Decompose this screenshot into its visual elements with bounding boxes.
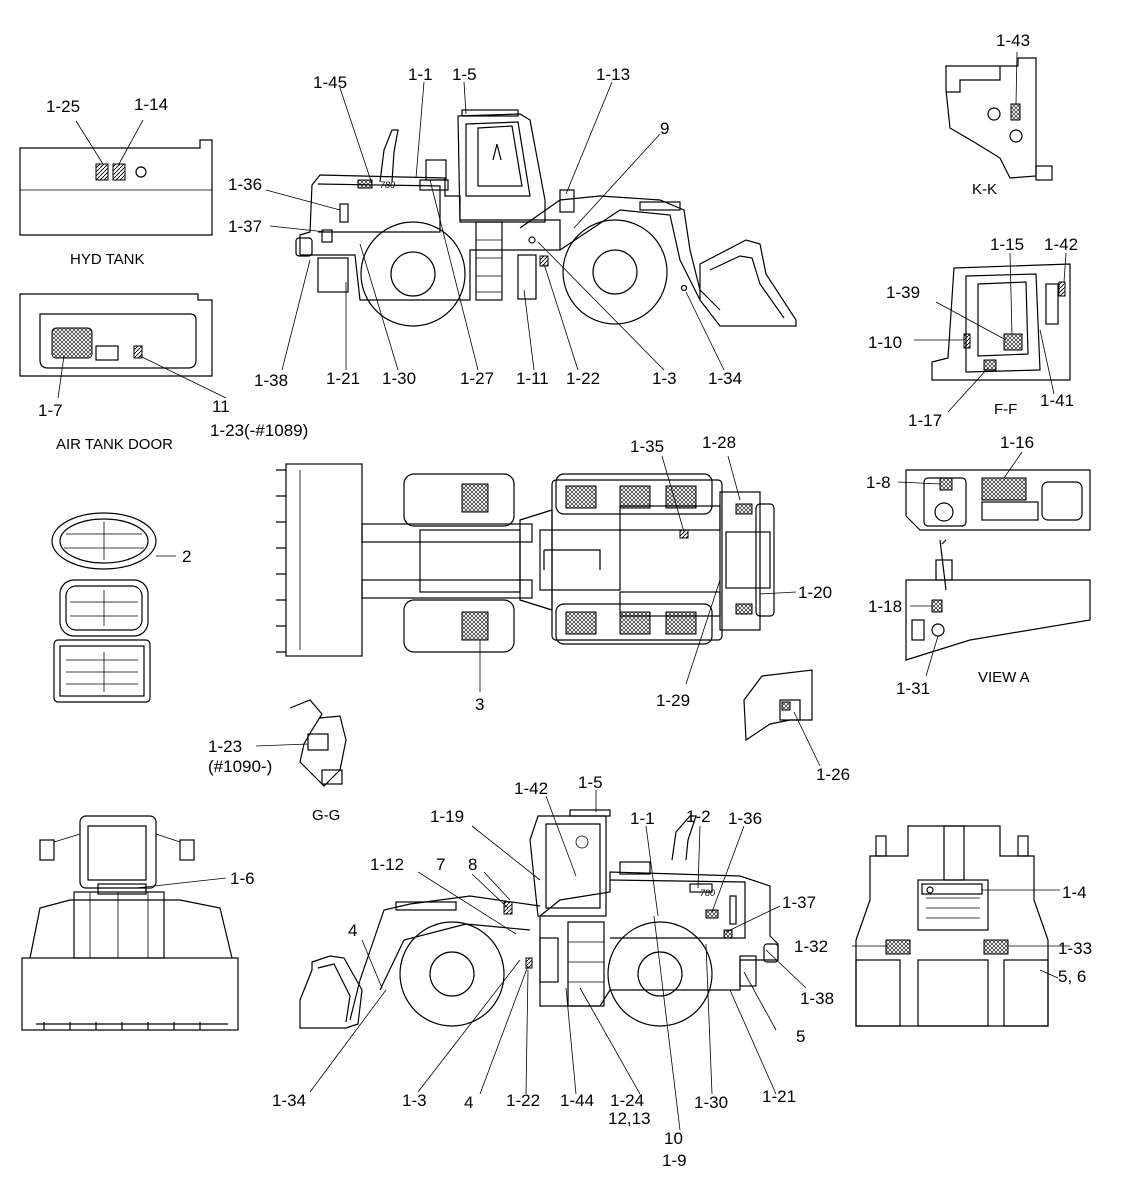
callout-1-23: 1-23 [208, 737, 243, 756]
hyd-tank-panel [19, 119, 213, 236]
callout-5: 5 [796, 1027, 806, 1046]
callout-1-5: 1-5 [452, 65, 477, 84]
detail-1-26 [743, 669, 821, 767]
callout-4-arm: 4 [348, 921, 358, 940]
callout-1-28: 1-28 [702, 433, 737, 452]
callout-1-1: 1-1 [408, 65, 433, 84]
callout-1-39: 1-39 [886, 283, 921, 302]
callout-1-37: 1-37 [228, 217, 263, 236]
callout-1-3-bottom: 1-3 [402, 1091, 427, 1110]
callout-1-33: 1-33 [1058, 939, 1093, 958]
model-marking-bottom: 780 [700, 888, 716, 898]
callout-1-21: 1-21 [326, 369, 361, 388]
loader-side-view-left [265, 81, 797, 371]
callout-1-45: 1-45 [313, 73, 348, 92]
view-k-k [945, 51, 1053, 181]
callout-5-6: 5, 6 [1058, 967, 1087, 986]
callout-1-42: 1-42 [1044, 235, 1079, 254]
callout-1-37-bottom: 1-37 [782, 893, 817, 912]
air-tank-door-panel [19, 293, 227, 399]
loader-rear-view [852, 825, 1070, 1027]
callout-11: 11 [212, 397, 230, 416]
callout-1-15: 1-15 [990, 235, 1025, 254]
callout-2: 2 [182, 547, 192, 566]
callout-1-21-bottom: 1-21 [762, 1087, 797, 1106]
callout-8: 8 [468, 855, 478, 874]
loader-plan-view [276, 455, 797, 692]
callout-1-8: 1-8 [866, 473, 891, 492]
caption-hyd-tank: HYD TANK [70, 251, 145, 268]
caption-k-k: K-K [972, 181, 998, 198]
callout-1-14: 1-14 [134, 95, 169, 114]
callout-1-41: 1-41 [1040, 391, 1075, 410]
caption-view-a: VIEW A [978, 669, 1030, 686]
callout-1-10: 1-10 [868, 333, 903, 352]
caption-air-tank-door: AIR TANK DOOR [56, 436, 173, 453]
callout-1-16: 1-16 [1000, 433, 1035, 452]
view-a [897, 451, 1091, 677]
callout-1-3: 1-3 [652, 369, 677, 388]
view-f-f [914, 252, 1071, 413]
callout-1-24: 1-24 [610, 1091, 645, 1110]
callout-1-12: 1-12 [370, 855, 405, 874]
callout-1-9: 1-9 [662, 1151, 687, 1170]
callout-1-25: 1-25 [46, 97, 81, 116]
callout-1-6: 1-6 [230, 869, 255, 888]
callout-1-30-bottom: 1-30 [694, 1093, 729, 1112]
callout-1-30: 1-30 [382, 369, 417, 388]
callout-1-26: 1-26 [816, 765, 851, 784]
callout-1-23-from-1090: (#1090-) [208, 757, 273, 776]
callout-1-22: 1-22 [566, 369, 601, 388]
callout-1-20: 1-20 [798, 583, 833, 602]
callout-1-31: 1-31 [896, 679, 931, 698]
callout-1-5-bottom: 1-5 [578, 773, 603, 792]
model-marking-top: 780 [380, 180, 396, 190]
callout-1-18: 1-18 [868, 597, 903, 616]
callout-1-2: 1-2 [686, 807, 711, 826]
callout-4-bottom: 4 [464, 1093, 474, 1112]
callout-1-23-before-1089: 1-23(-#1089) [210, 421, 309, 440]
callout-1-44: 1-44 [560, 1091, 595, 1110]
callout-1-34: 1-34 [708, 369, 743, 388]
callout-1-22-bottom: 1-22 [506, 1091, 541, 1110]
callout-12-13: 12,13 [608, 1109, 651, 1128]
callout-1-38-bottom: 1-38 [800, 989, 835, 1008]
callout-1-36: 1-36 [228, 175, 263, 194]
callout-1-17: 1-17 [908, 411, 943, 430]
caption-g-g: G-G [312, 807, 341, 824]
callout-7: 7 [436, 855, 446, 874]
callout-10: 10 [664, 1129, 683, 1148]
loader-front-view [21, 815, 239, 1031]
callout-9: 9 [660, 119, 670, 138]
view-g-g [255, 699, 347, 787]
callout-1-32: 1-32 [794, 937, 829, 956]
callout-1-4: 1-4 [1062, 883, 1087, 902]
callout-1-38: 1-38 [254, 371, 289, 390]
callout-1-11: 1-11 [516, 369, 549, 388]
callout-1-34-bottom: 1-34 [272, 1091, 307, 1110]
callout-1-1-bottom: 1-1 [630, 809, 655, 828]
callout-1-13: 1-13 [596, 65, 631, 84]
callout-1-29: 1-29 [656, 691, 691, 710]
callout-1-27: 1-27 [460, 369, 495, 388]
grille-decals [51, 512, 176, 703]
callout-1-42-bottom: 1-42 [514, 779, 549, 798]
callout-1-35: 1-35 [630, 437, 665, 456]
callout-1-19: 1-19 [430, 807, 465, 826]
caption-f-f: F-F [994, 401, 1018, 418]
callout-1-36-bottom: 1-36 [728, 809, 763, 828]
callout-3: 3 [475, 695, 485, 714]
loader-side-view-right [299, 790, 807, 1131]
callout-1-43: 1-43 [996, 31, 1031, 50]
callout-1-7: 1-7 [38, 401, 63, 420]
